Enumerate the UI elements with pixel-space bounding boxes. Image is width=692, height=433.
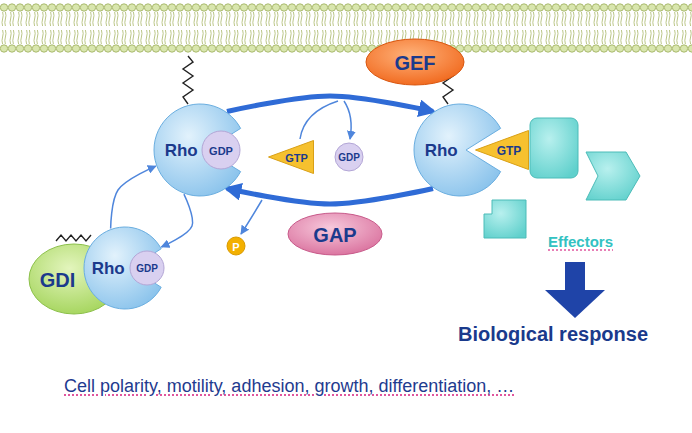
gdp-circle-fill bbox=[202, 131, 240, 169]
lipid-anchor bbox=[183, 56, 193, 104]
node-label: Rho bbox=[165, 142, 198, 159]
cycle-arrow bbox=[227, 189, 433, 205]
gdp-circle: GDP bbox=[129, 250, 165, 286]
exchange-arrow bbox=[111, 166, 156, 228]
gap-ellipse: GAP bbox=[287, 212, 383, 256]
node-label: Rho bbox=[92, 260, 125, 277]
node-label: GDP bbox=[338, 153, 360, 163]
response-list: Cell polarity, motility, adhesion, growt… bbox=[64, 376, 514, 398]
node-label: GTP bbox=[497, 145, 522, 157]
node-label: Rho bbox=[425, 142, 458, 159]
gdp-circle: GDP bbox=[201, 130, 241, 170]
lipid-anchor bbox=[56, 235, 91, 241]
gef-ellipse-fill bbox=[366, 39, 464, 85]
rho-protein: Rho GDP bbox=[153, 103, 247, 197]
node-label: GDI bbox=[40, 270, 76, 290]
response-arrow bbox=[565, 262, 585, 292]
gtp-triangle: GTP bbox=[475, 130, 529, 170]
gdp-circle-fill bbox=[130, 251, 164, 285]
rho-protein: Rho GDP bbox=[83, 226, 167, 310]
node-label: GDP bbox=[209, 145, 233, 156]
gtp-in-arrow bbox=[300, 101, 338, 139]
phosphate-circle-fill bbox=[227, 237, 245, 255]
node-label: GTP bbox=[285, 152, 308, 163]
rho-protein: RhoGTP bbox=[413, 103, 507, 197]
gdp-circle-fill bbox=[335, 143, 363, 171]
gtp-triangle-fill bbox=[269, 141, 314, 174]
effector-shape bbox=[586, 152, 640, 200]
gtp-triangle: GTP bbox=[268, 140, 314, 174]
response-arrow bbox=[545, 290, 605, 318]
node-label: GDP bbox=[136, 264, 158, 274]
node-label: GAP bbox=[313, 225, 356, 245]
gdp-out-arrow bbox=[344, 101, 351, 139]
gtp-triangle-fill bbox=[476, 131, 529, 170]
phosphate-arrow bbox=[241, 200, 262, 234]
gef-ellipse: GEF bbox=[365, 38, 465, 86]
membrane bbox=[0, 2, 692, 54]
effector-shape bbox=[484, 200, 526, 238]
response-heading: Biological response bbox=[458, 322, 648, 346]
phosphate-circle: P bbox=[226, 236, 246, 256]
rho-protein-fill bbox=[84, 227, 161, 309]
rho-protein-fill bbox=[154, 104, 241, 196]
gdp-circle: GDP bbox=[334, 142, 364, 172]
effector-shape bbox=[530, 118, 578, 178]
gap-ellipse-fill bbox=[288, 213, 382, 255]
exchange-arrow bbox=[161, 194, 192, 247]
cycle-arrow bbox=[227, 96, 433, 112]
node-label: P bbox=[232, 241, 239, 252]
effectors-label: Effectors bbox=[548, 233, 613, 251]
node-label: GEF bbox=[394, 53, 435, 73]
